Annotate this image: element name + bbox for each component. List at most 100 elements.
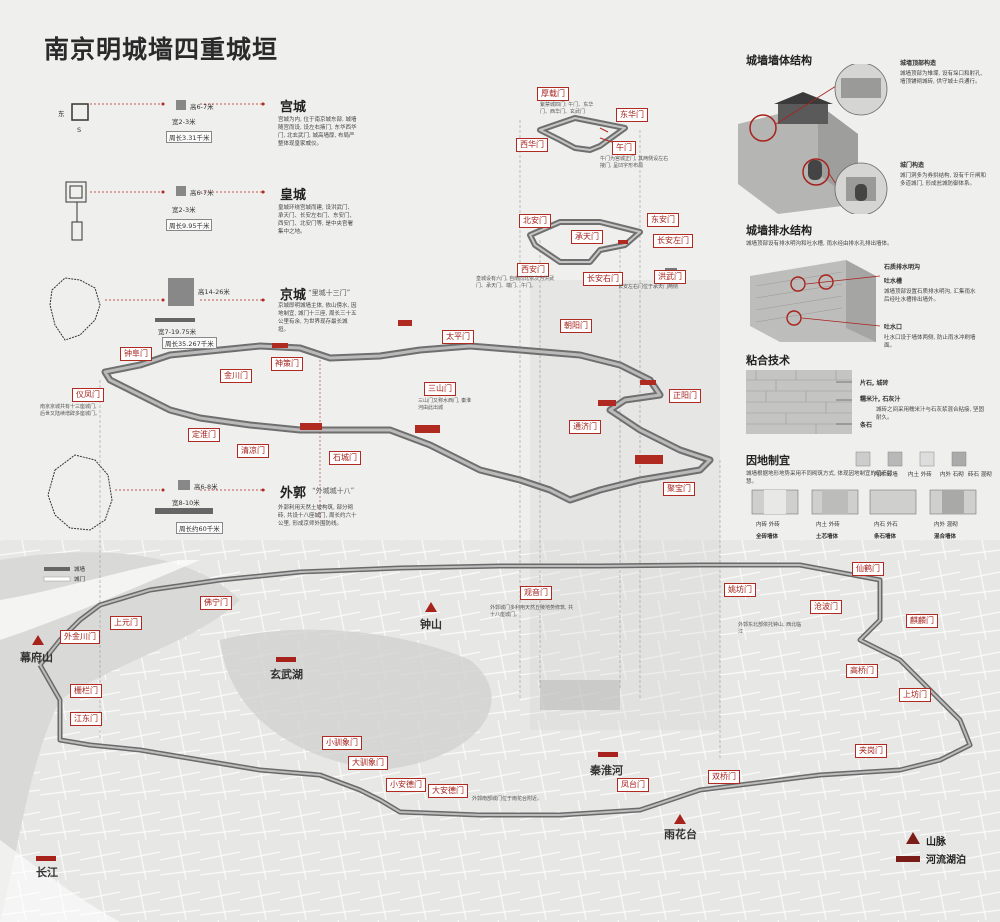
structure-top-desc: 城墙顶部为雉堞, 设有垛口和射孔, 墙顶铺砌城砖, 供守城士兵通行。	[900, 71, 983, 85]
capital-desc: 京城即明城墙主体, 依山傍水, 因地制宜, 城门十三座, 周长三十五公里有余, …	[278, 303, 357, 333]
bonding-item-3: 条石	[860, 422, 873, 429]
place-mufu: 幕府山	[20, 651, 53, 664]
imperial-name: 皇城	[280, 188, 307, 203]
gate-qilin: 麒麟门	[906, 614, 938, 628]
place-xuanwu: 玄武湖	[270, 668, 303, 681]
gate-xiaoxunxiang: 小驯象门	[322, 736, 362, 750]
gate-zhalan: 栅栏门	[70, 684, 102, 698]
capital-quote: “里城十三门”	[308, 289, 351, 297]
drainage-d2: 吐水口设于墙体两侧, 防止雨水冲刷墙面。	[884, 335, 976, 349]
map-legend-gate: 城门	[74, 577, 86, 583]
local-caption-1: 内砖 外砖	[756, 522, 780, 528]
gate-beian: 北安门	[519, 214, 551, 228]
page-title: 南京明城墙四重城垣	[44, 35, 279, 64]
gate-shicheng: 石城门	[329, 451, 361, 465]
gate-jiagang: 夹岗门	[855, 744, 887, 758]
palace-desc: 宫城为内, 位于南京城东部, 城墙随宫而设, 设左右掖门, 东华西华门, 北玄武…	[278, 117, 357, 147]
gate-xian: 西安门	[517, 263, 549, 277]
imperial-note2: 长安左右门位于承天门两侧	[618, 284, 679, 290]
palace-name: 宫城	[280, 100, 307, 115]
local-type-4: 混合墙体	[934, 534, 957, 540]
gate-changanzuo: 长安左门	[653, 234, 693, 248]
palace-note: 紫禁城四门: 午门、东华门、西华门、玄武门	[540, 102, 594, 115]
map-legend-wall: 城墙	[74, 567, 86, 573]
gate-taiping: 太平门	[442, 330, 474, 344]
gate-qingliang: 清凉门	[237, 444, 269, 458]
gate-xianhe: 仙鹤门	[852, 562, 884, 576]
local-caption-4: 内外 混砌	[934, 522, 958, 528]
legend-mountain: 山脉	[926, 837, 946, 848]
gate-shence: 神策门	[271, 357, 303, 371]
gate-shangfang: 上坊门	[899, 688, 931, 702]
local-type-1: 全砖墙体	[756, 534, 779, 540]
place-yuhuatai: 雨花台	[664, 828, 697, 841]
imperial-perimeter: 周长9.95千米	[166, 219, 213, 231]
capital-name: 京城	[280, 288, 307, 303]
gate-tongji: 通济门	[569, 420, 601, 434]
gate-zhengyang: 正阳门	[669, 389, 701, 403]
structure-gate-desc: 城门洞多为券拱结构, 设有千斤闸和多道城门, 形成瓮城防御体系。	[900, 173, 986, 187]
outer-name: 外郭	[280, 486, 307, 501]
gate-dinghuai: 定淮门	[188, 428, 220, 442]
gate-daande: 大安德门	[428, 784, 468, 798]
gate-sanshan: 三山门	[424, 382, 456, 396]
gate-yaofang: 姚坊门	[724, 583, 756, 597]
drainage-item-1: 石质排水明沟	[884, 264, 921, 271]
gate-shuangqiao: 双桥门	[708, 770, 740, 784]
imperial-height: 高6-7米	[190, 189, 214, 197]
gate-guanyin: 观音门	[520, 586, 552, 600]
gate-jiangdong: 江东门	[70, 712, 102, 726]
local-cell-2: 内土 外砖	[908, 472, 932, 478]
drainage-item-2: 吐水槽	[884, 278, 903, 285]
gate-shangyuan: 上元门	[110, 616, 142, 630]
gate-gaoqiao: 高桥门	[846, 664, 878, 678]
capital-width: 宽7-19.75米	[158, 328, 197, 336]
gate-foning: 佛宁门	[200, 596, 232, 610]
place-changjiang: 长江	[36, 866, 58, 879]
outer-quote: “外城城十八”	[312, 487, 355, 495]
palace-plan-south: S	[77, 126, 82, 134]
gate-dongan: 东安门	[647, 213, 679, 227]
local-top-swatches	[855, 451, 967, 467]
gate-daxunxiang: 大驯象门	[348, 756, 388, 770]
structure-title: 城墙墙体结构	[746, 54, 812, 67]
local-cell-1: 内外 砖墙	[874, 472, 898, 478]
local-cell-3: 内外 石砌	[940, 472, 964, 478]
imperial-desc: 皇城环绕宫城而建, 设洪武门、承天门、长安左右门、东安门、西安门、北安门等, 是…	[278, 205, 356, 235]
gate-xiaoande: 小安德门	[386, 778, 426, 792]
local-caption-3: 内石 外石	[874, 522, 898, 528]
local-cell-4: 砖石 混砌	[968, 472, 992, 478]
gate-jubao: 聚宝门	[663, 482, 695, 496]
gate-jinchuan: 金川门	[220, 369, 252, 383]
structure-gate-title: 城门构造	[900, 162, 925, 169]
capital-note: 南京京城共有十三座城门, 后世又陆续增辟多座城门。	[40, 404, 101, 417]
gate-hongwu: 洪武门	[654, 270, 686, 284]
gate-chengtian: 承天门	[571, 230, 603, 244]
gate-waijinchuan: 外金川门	[60, 630, 100, 644]
bonding-item-2: 糯米汁, 石灰汁	[860, 396, 901, 403]
bonding-desc: 城砖之间采用糯米汁与石灰浆混合粘接, 坚固耐久。	[876, 407, 984, 421]
outer-note2: 外郭东北部依托钟山, 西北临江	[738, 622, 802, 635]
local-type-3: 条石墙体	[874, 534, 897, 540]
outer-note: 外郭城门多利用天然丘陵地势修筑, 共十八座城门。	[490, 605, 574, 618]
gate-cangbo: 沧波门	[810, 600, 842, 614]
structure-top-title: 城墙顶部构造	[900, 60, 937, 67]
local-sections	[751, 489, 977, 515]
gate-zhongfu: 钟阜门	[120, 347, 152, 361]
outer-width: 宽8-10米	[172, 499, 200, 507]
palace-note2: 午门为宫城正门, 其两侧设左右掖门, 呈凹字形布局	[600, 156, 669, 169]
drainage-item-3: 吐水口	[884, 324, 903, 331]
place-qinhuai: 秦淮河	[590, 764, 623, 777]
gate-donghua: 东华门	[616, 108, 648, 122]
gate-fengtai: 凤台门	[617, 778, 649, 792]
capital-height: 高14-26米	[198, 288, 230, 296]
drainage-subtitle: 城墙顶部设有排水明沟和吐水槽, 雨水经由排水孔排出墙体。	[746, 241, 893, 247]
imperial-width: 宽2-3米	[172, 206, 196, 214]
gate-changanyou: 长安右门	[583, 272, 623, 286]
